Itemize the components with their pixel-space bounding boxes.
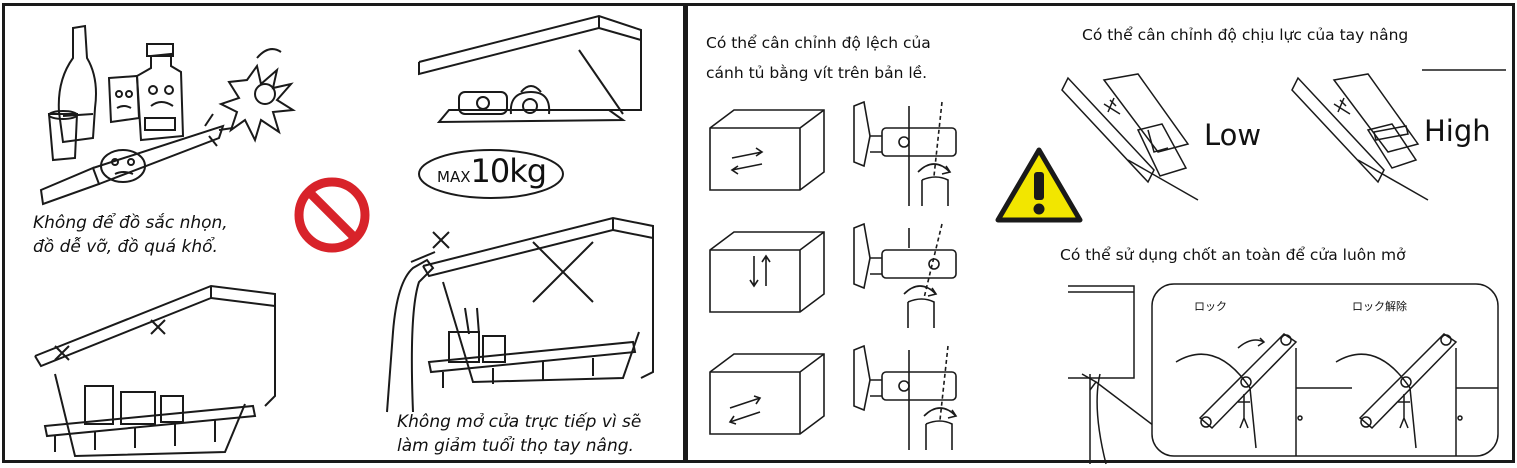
lock-label: ロック: [1194, 300, 1227, 313]
prohibition-sign-icon: [294, 177, 370, 253]
lock-heading: Có thể sử dụng chốt an toàn để cửa luôn …: [1060, 246, 1406, 264]
safety-lock-illustration: [1068, 283, 1499, 465]
force-low-label: Low: [1204, 118, 1262, 152]
caption-no-direct-open: Không mở cửa trực tiếp vì sẽ làm giảm tu…: [397, 410, 641, 458]
hinge-adjust-diagrams: [709, 100, 958, 450]
fragile-items-illustration: [39, 24, 297, 206]
left-panel-warnings: Không để đồ sắc nhọn, đồ dễ vỡ, đồ quá k…: [2, 3, 686, 463]
caption-line-2: cánh tủ bằng vít trên bản lề.: [706, 64, 928, 82]
force-adjust-heading: Có thể cân chỉnh độ chịu lực của tay nân…: [1082, 26, 1409, 44]
max-value: 10kg: [470, 152, 547, 190]
force-high-label: High: [1424, 114, 1491, 148]
cabinet-max-weight-illustration: [418, 14, 642, 124]
adjust-row-height: [709, 222, 957, 328]
hand-pulling-door-illustration: [386, 216, 654, 413]
caption-no-sharp-items: Không để đồ sắc nhọn, đồ dễ vỡ, đồ quá k…: [33, 211, 228, 259]
adjust-row-side: [709, 100, 957, 206]
warning-triangle-icon: [995, 147, 1083, 223]
caption-line-2: đồ dễ vỡ, đồ quá khổ.: [33, 237, 218, 257]
adjust-row-depth: [709, 344, 958, 450]
right-panel-adjustments: Có thể cân chỉnh độ lệch của cánh tủ bằn…: [686, 3, 1515, 465]
open-cabinet-overloaded-illustration: [34, 284, 276, 458]
caption-line-2: làm giảm tuổi thọ tay nâng.: [397, 436, 634, 456]
rotate-icon: [1237, 337, 1266, 349]
force-adjust-diagrams: [1061, 69, 1506, 201]
hinge-adjust-caption: Có thể cân chỉnh độ lệch của cánh tủ bằn…: [706, 28, 931, 88]
rotate-screw-icon: [917, 163, 951, 173]
caption-line-1: Có thể cân chỉnh độ lệch của: [706, 34, 931, 52]
max-weight-label: MAX10kg: [437, 152, 577, 196]
caption-line-1: Không để đồ sắc nhọn,: [33, 213, 228, 233]
unlock-label: ロック解除: [1352, 300, 1407, 313]
max-prefix: MAX: [437, 168, 471, 186]
adjust-arrows-icon: [731, 147, 764, 159]
max-weight-badge: [418, 149, 564, 199]
caption-line-1: Không mở cửa trực tiếp vì sẽ: [397, 412, 642, 432]
